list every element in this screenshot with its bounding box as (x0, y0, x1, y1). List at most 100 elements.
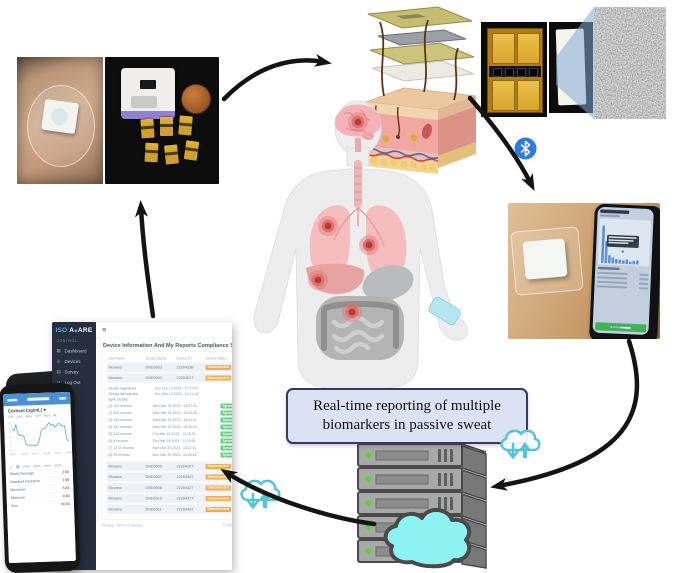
back-button[interactable] (7, 398, 18, 402)
status-badge: Disconnected (205, 463, 231, 469)
download-icon[interactable]: ⇣ (9, 464, 14, 470)
logo-iso: ISO (55, 326, 68, 334)
header-action[interactable] (59, 396, 67, 400)
status-badge: Synced (220, 403, 232, 409)
sidebar-item-label: Dashboard (64, 348, 87, 354)
range-chip[interactable]: 24H (16, 415, 23, 419)
wearable-patch (522, 238, 568, 280)
table-row[interactable]: Movano DND0002 2228401T Disconnected ▾ (106, 373, 232, 383)
list-item (597, 276, 649, 281)
dashboard-footer: Privacy · Terms of Service © 2023 - Info… (102, 524, 232, 528)
skin-block (365, 19, 477, 174)
hair (379, 21, 385, 97)
exploded-device-skin-illustration (365, 6, 477, 174)
gold-sensor-strip (144, 142, 159, 163)
range-chip[interactable]: 96H (43, 414, 50, 418)
cloud-icon (383, 508, 472, 569)
sidebar-item-logout[interactable]: ↪ Log Out (56, 377, 93, 388)
web-dashboard: ISO A◆ARE CONTROL ▦ Dashboard ◎ Devices … (52, 322, 232, 570)
gold-sensor-strip (140, 118, 155, 139)
calendar-icon[interactable]: ▦ (15, 464, 20, 469)
synced-label: Device last synced (108, 392, 138, 397)
bluetooth-icon (514, 137, 537, 160)
list-item (597, 271, 649, 276)
cloud-sync-icon (500, 429, 541, 459)
sidebar-item-dashboard[interactable]: ▦ Dashboard (56, 346, 93, 357)
svg-text:0: 0 (10, 449, 12, 452)
hair (423, 19, 429, 93)
status-badge: Synced (220, 452, 232, 458)
sidebar-item-label: Log Out (64, 379, 81, 385)
toolbar-chip[interactable] (43, 464, 52, 467)
table-row[interactable]: Movano DND0003 2228433B Disconnected ▾ (106, 362, 232, 372)
synced-value: Sun Sep 10 2023 - 11:21:14 (154, 392, 199, 397)
sensor-pcb-photo (481, 22, 547, 117)
range-chip[interactable]: 72H (34, 414, 41, 419)
chart-tooltip (606, 234, 640, 249)
penny-coin (181, 84, 211, 114)
svg-text:Sep 01: Sep 01 (66, 452, 72, 454)
trend-chart (597, 218, 651, 267)
gold-sensor-strip (183, 140, 200, 161)
gold-sensor-strip (160, 117, 173, 136)
data-point-dot (621, 250, 625, 253)
inflammation-target-brain (348, 112, 368, 132)
cell-user: Movano (108, 375, 122, 381)
svg-text:1: 1 (10, 444, 12, 447)
trachea (354, 160, 362, 208)
gasket-layer (377, 29, 467, 46)
connect-button[interactable] (595, 322, 647, 333)
range-chip[interactable]: 12H (7, 415, 14, 420)
status-badge: Synced (220, 445, 232, 451)
gold-sensor-strip (178, 115, 193, 136)
table-header: Username Device Name Device ID Device St… (107, 356, 233, 363)
cell-id: 2228433B (176, 364, 194, 370)
sidebar-item-label: Devices (64, 358, 81, 364)
inflammation-target-lung-left (318, 216, 338, 236)
header-title-line (27, 397, 50, 401)
svg-text:6: 6 (9, 422, 11, 425)
toolbar-chip[interactable] (54, 463, 62, 467)
section-title-line (597, 266, 620, 271)
sidebar-item-survey[interactable]: ▤ Survey (56, 367, 93, 378)
wearable-patch (41, 98, 79, 135)
list-item (596, 285, 648, 290)
human-body-illustration (253, 100, 469, 390)
sidebar-item-devices[interactable]: ◎ Devices (56, 356, 93, 367)
range-chip[interactable]: 48H (25, 414, 32, 419)
logout-icon: ↪ (56, 379, 61, 385)
status-badge: Synced (220, 410, 232, 416)
inflammation-target-intestine (342, 302, 362, 322)
range-chip[interactable]: All (52, 413, 57, 418)
pcb-board (487, 28, 543, 113)
svg-text:Aug 31: Aug 31 (55, 451, 62, 454)
menu-icon[interactable]: ≡ (102, 325, 107, 334)
arm-with-phone-photo (508, 203, 660, 339)
svg-text:Aug 28: Aug 28 (21, 452, 28, 455)
mobile-app-screen: Cortisol (ng/mL) ▾ 12H 24H 48H 72H 96H A… (3, 391, 76, 564)
copyright: © 2023 - InfoAware LLC (222, 523, 232, 528)
app-subtitle-line (599, 214, 621, 218)
status-badge: Synced (220, 417, 232, 423)
svg-text:3: 3 (9, 435, 11, 438)
toolbar-chip[interactable] (33, 464, 41, 467)
logo-a: A (69, 326, 75, 334)
logo: ISO A◆ARE (56, 326, 93, 334)
toolbar-chip[interactable] (22, 465, 31, 468)
footer-links[interactable]: Privacy · Terms of Service (102, 523, 143, 528)
sem-membrane-image (594, 7, 666, 119)
smartphone (589, 203, 660, 339)
status-badge: Disconnected (205, 364, 231, 370)
